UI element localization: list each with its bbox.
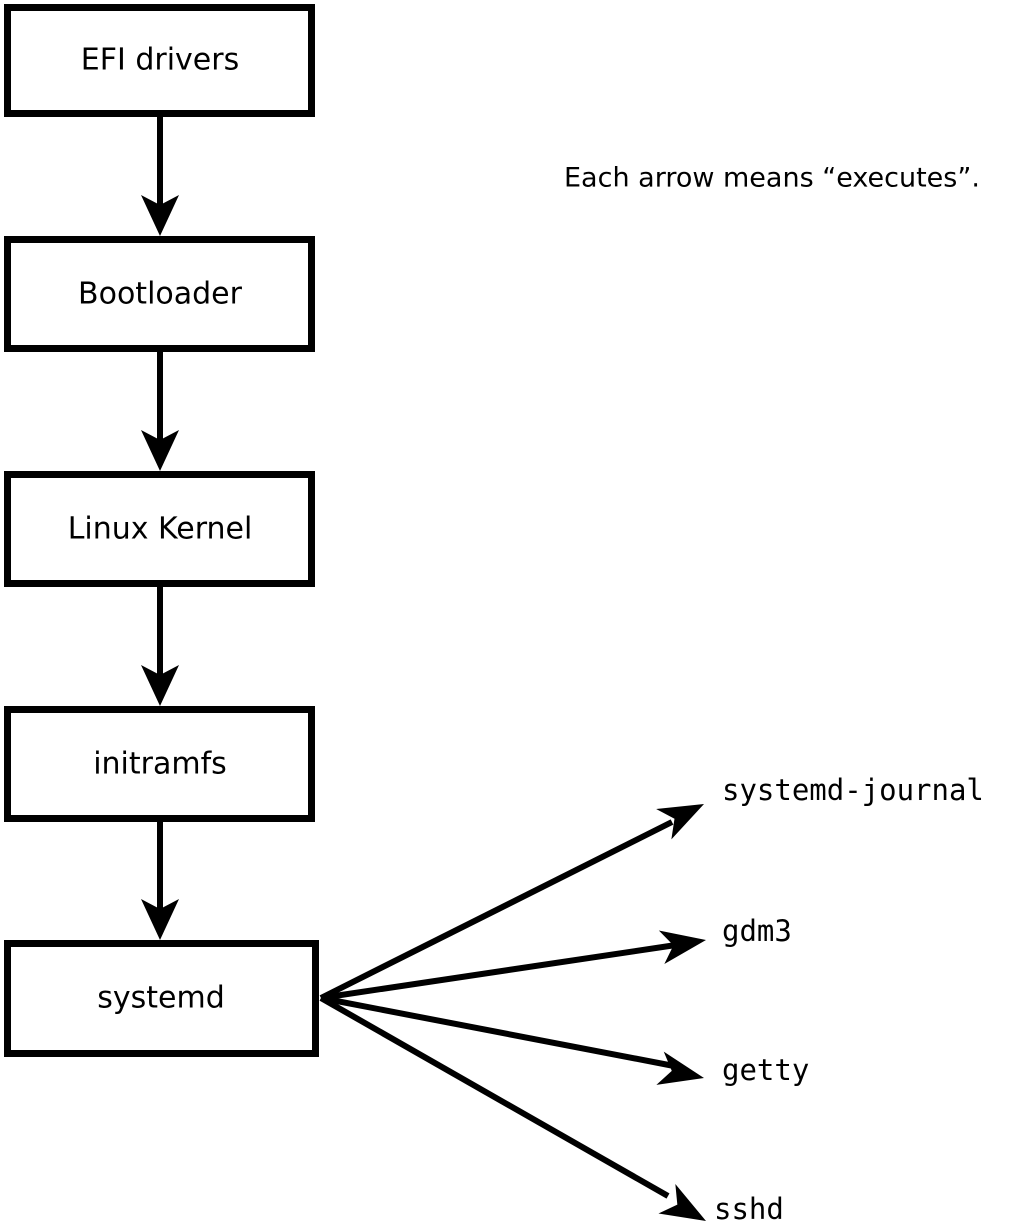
- node-linux-kernel[interactable]: Linux Kernel: [4, 471, 315, 587]
- arrow-systemd-to-gdm3: [320, 930, 706, 1001]
- arrow-initramfs-to-systemd: [141, 822, 179, 940]
- node-box: [4, 471, 315, 587]
- service-labels-group: systemd-journal gdm3 getty sshd: [714, 773, 984, 1226]
- arrow-systemd-to-sshd: [319, 995, 706, 1221]
- node-label: EFI drivers: [81, 43, 239, 78]
- arrow-head-icon: [658, 1183, 706, 1221]
- arrow-head-icon: [658, 930, 706, 965]
- service-label-systemd-journal: systemd-journal: [722, 773, 984, 807]
- arrow-shaft: [319, 995, 670, 1199]
- node-systemd[interactable]: systemd: [4, 940, 319, 1057]
- node-box: [4, 706, 315, 822]
- node-label: Bootloader: [78, 277, 243, 312]
- node-efi-drivers[interactable]: EFI drivers: [4, 4, 315, 117]
- arrow-legend-text: Each arrow means “executes”.: [564, 163, 980, 194]
- chain-arrows-group: [141, 117, 179, 940]
- arrow-linux-kernel-to-initramfs: [141, 587, 179, 706]
- arrow-head-icon: [656, 1051, 704, 1085]
- arrow-head-icon: [656, 804, 704, 840]
- node-box: [4, 940, 319, 1057]
- node-label: Linux Kernel: [68, 512, 253, 547]
- arrow-systemd-to-getty: [320, 995, 704, 1085]
- arrow-shaft: [319, 819, 674, 1001]
- service-label-gdm3: gdm3: [722, 914, 792, 948]
- arrow-head-icon: [141, 899, 179, 940]
- node-initramfs[interactable]: initramfs: [4, 706, 315, 822]
- service-arrows-group: [319, 804, 706, 1221]
- node-label: initramfs: [93, 747, 227, 782]
- arrow-head-icon: [141, 665, 179, 706]
- node-bootloader[interactable]: Bootloader: [4, 236, 315, 352]
- arrow-head-icon: [141, 195, 179, 236]
- node-label: systemd: [97, 981, 225, 1016]
- arrow-efi-drivers-to-bootloader: [141, 117, 179, 236]
- arrow-head-icon: [141, 430, 179, 471]
- service-label-sshd: sshd: [714, 1192, 784, 1226]
- arrow-shaft: [320, 995, 675, 1069]
- node-box: [4, 4, 315, 117]
- arrow-bootloader-to-linux-kernel: [141, 352, 179, 471]
- arrow-shaft: [320, 942, 677, 1001]
- node-box: [4, 236, 315, 352]
- service-label-getty: getty: [722, 1053, 809, 1087]
- arrow-systemd-to-systemd-journal: [319, 804, 704, 1001]
- boot-chain-group: EFI drivers Bootloader Linux Kernel init…: [4, 4, 319, 1057]
